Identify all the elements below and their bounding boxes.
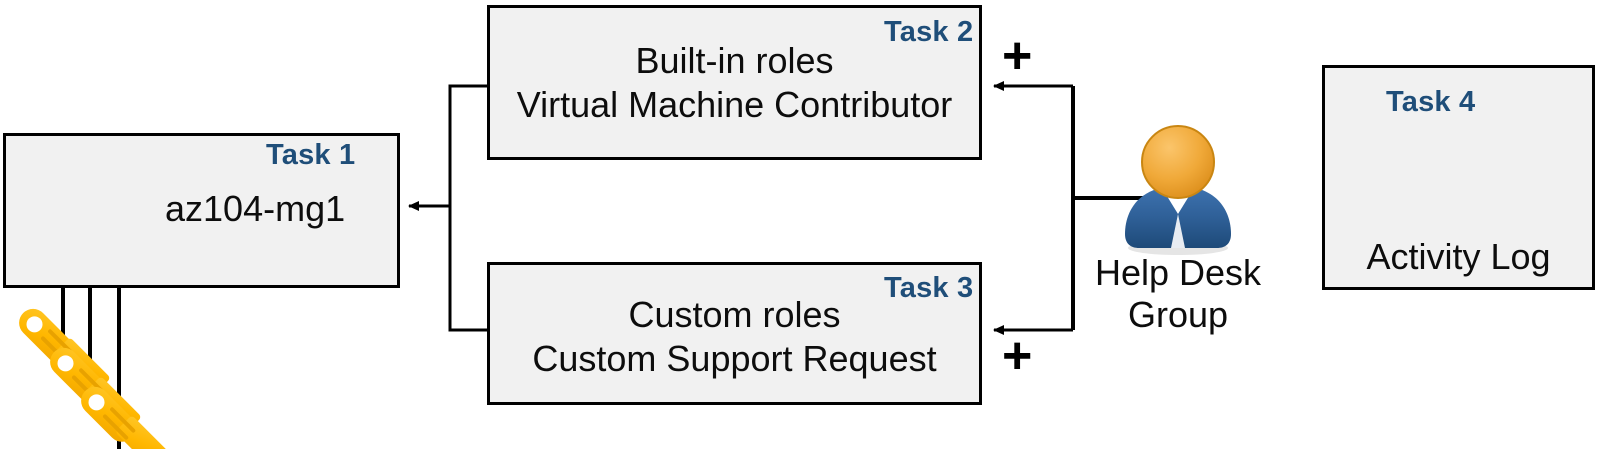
task-2-line-1: Built-in roles [635, 40, 834, 81]
task-1-label: az104-mg1 [165, 188, 346, 229]
task-4-box[interactable] [1322, 65, 1595, 290]
plus-operator-bottom: + [1002, 327, 1033, 385]
right-bracket-connector [993, 81, 1145, 335]
left-bracket-connector [408, 84, 487, 332]
task-2-tag: Task 2 [884, 16, 974, 48]
task-3-tag: Task 3 [884, 272, 974, 304]
actor-label-line-2: Group [1127, 294, 1229, 335]
task-4-tag: Task 4 [1386, 86, 1476, 118]
task-1-tag: Task 1 [266, 139, 356, 171]
task-3-line-2: Custom Support Request [532, 338, 937, 379]
keys-icon [19, 308, 172, 449]
task-2-line-2: Virtual Machine Contributor [516, 84, 953, 125]
task-1-box[interactable] [3, 133, 400, 288]
task-4-label: Activity Log [1366, 236, 1551, 277]
task-3-box[interactable] [487, 262, 982, 405]
actor-label-line-1: Help Desk [1094, 252, 1262, 293]
task-2-box[interactable] [487, 5, 982, 160]
user-group-icon [1125, 125, 1231, 255]
task-3-line-1: Custom roles [628, 294, 841, 335]
plus-operator-top: + [1002, 27, 1033, 85]
